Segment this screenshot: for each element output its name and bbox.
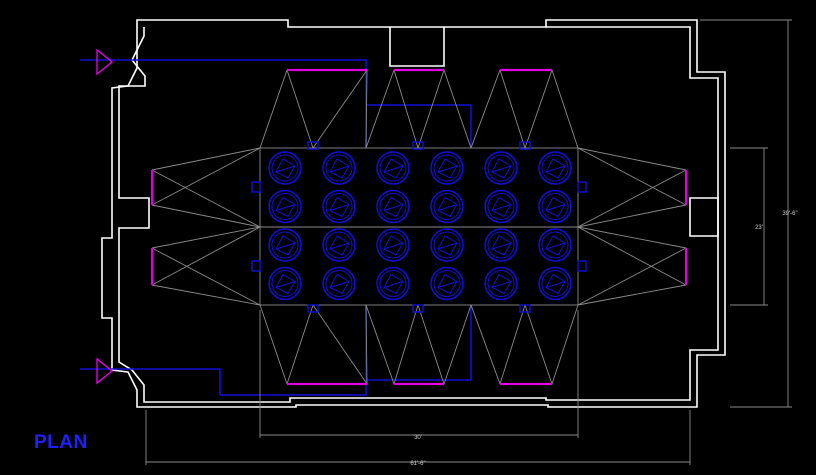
front-notch bbox=[389, 27, 445, 67]
dimension-right-overall: 39'-6" bbox=[782, 211, 797, 217]
fixture bbox=[322, 151, 356, 185]
fixture bbox=[376, 189, 410, 224]
fixture bbox=[538, 189, 572, 224]
truss-grid bbox=[145, 19, 792, 465]
stage-rectangle bbox=[259, 147, 579, 306]
fixture bbox=[430, 266, 464, 301]
magenta-bars bbox=[150, 68, 688, 386]
plan-label: PLAN bbox=[34, 432, 88, 453]
input-triangles bbox=[96, 48, 114, 385]
right-notch bbox=[689, 197, 719, 237]
fixture bbox=[430, 151, 464, 185]
fixture bbox=[322, 189, 356, 224]
fixture bbox=[268, 151, 302, 185]
input-triangle-top bbox=[96, 48, 114, 76]
fixture bbox=[376, 228, 410, 262]
fixture bbox=[538, 228, 572, 262]
fixture bbox=[484, 151, 518, 185]
fixture bbox=[484, 189, 518, 224]
fixture bbox=[430, 189, 464, 224]
dimension-right-inner: 23' bbox=[755, 225, 763, 231]
fixture bbox=[268, 189, 302, 224]
input-triangle-bottom bbox=[96, 357, 114, 385]
dimension-bottom-overall: 61'-6" bbox=[410, 461, 425, 467]
fixture bbox=[268, 266, 302, 301]
fixture bbox=[376, 266, 410, 301]
connector-boxes bbox=[251, 141, 587, 313]
fixture bbox=[538, 266, 572, 301]
building-walls bbox=[101, 19, 726, 408]
fixture bbox=[268, 228, 302, 262]
fixture bbox=[484, 266, 518, 301]
inner-wall bbox=[118, 26, 719, 403]
fixture bbox=[484, 228, 518, 262]
fixture bbox=[430, 228, 464, 262]
dimension-bottom-inner: 30' bbox=[414, 435, 422, 441]
fixture bbox=[538, 151, 572, 185]
fixture bbox=[322, 228, 356, 262]
fixture bbox=[322, 266, 356, 301]
outer-wall bbox=[101, 19, 726, 408]
fixture bbox=[376, 151, 410, 185]
fixture-grid bbox=[268, 151, 572, 301]
